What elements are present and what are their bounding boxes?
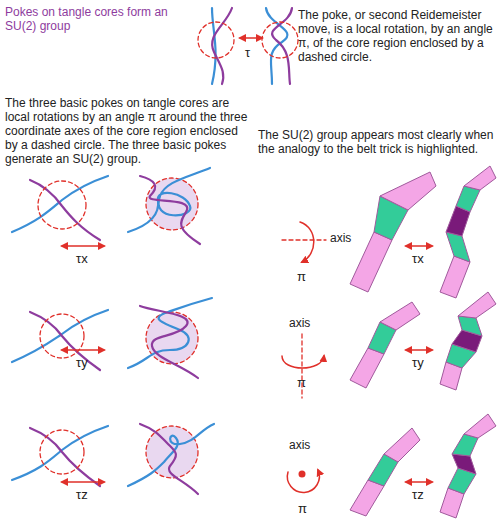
tau-label: τy	[412, 356, 424, 370]
title: Pokes on tangle cores form an SU(2) grou…	[5, 5, 190, 33]
angle-label: π	[298, 502, 307, 516]
tau-label: τy	[76, 356, 88, 370]
tau-label: τ	[245, 46, 250, 60]
description-note: The three basic pokes on tangle cores ar…	[5, 96, 253, 166]
tau-label: τz	[412, 488, 424, 502]
tau-label: τz	[76, 488, 88, 502]
description-note: The poke, or second Reidemeister move, i…	[298, 8, 496, 64]
axis-label: axis	[330, 231, 351, 245]
tau-label: τx	[412, 252, 424, 266]
axis-label: axis	[289, 438, 310, 452]
tau-label: τx	[76, 252, 88, 266]
angle-label: π	[297, 376, 306, 390]
angle-label: π	[297, 270, 306, 284]
axis-label: axis	[289, 316, 310, 330]
description-note: The SU(2) group appears most clearly whe…	[258, 128, 496, 156]
